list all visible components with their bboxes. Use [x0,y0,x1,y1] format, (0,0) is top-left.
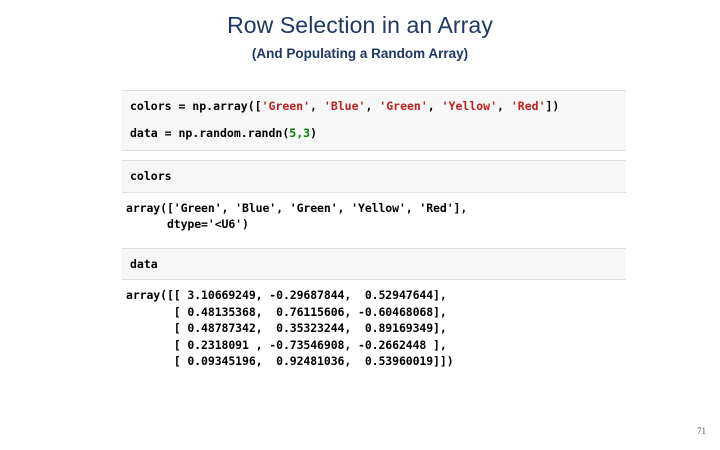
output-line-data-row-4: [ 0.2318091 , -0.73546908, -0.2662448 ], [126,337,447,352]
cell-spacer-1 [122,151,626,160]
code-token-string-yellow: 'Yellow' [441,99,498,113]
code-line-data-expression: data [130,256,158,271]
code-token-comma-2: , [365,99,380,113]
notebook-screenshot: colors = np.array(['Green', 'Blue', 'Gre… [122,90,626,376]
code-token-post: ]) [545,99,560,113]
output-line-colors-array: array(['Green', 'Blue', 'Green', 'Yellow… [126,200,468,215]
code-token-string-green-1: 'Green' [261,99,311,113]
code-token-randn-pre: data = np.random.randn( [130,125,290,140]
notebook-input-cell-2[interactable]: colors [122,160,626,193]
code-token-number-rows: 5 [289,125,297,140]
code-token-string-blue: 'Blue' [323,99,366,113]
output-line-data-row-1: array([[ 3.10669249, -0.29687844, 0.5294… [126,288,447,302]
output-line-data-row-2: [ 0.48135368, 0.76115606, -0.60468068], [126,304,447,319]
notebook-output-cell-2: array(['Green', 'Blue', 'Green', 'Yellow… [122,192,626,239]
code-token-number-comma: , [296,125,304,140]
code-token-comma-4: , [497,99,511,113]
code-token-randn-post: ) [310,125,317,140]
slide-header: Row Selection in an Array (And Populatin… [0,0,720,64]
code-line-data-assignment: data = np.random.randn(5,3) [130,125,626,142]
code-token-string-red: 'Red' [510,99,546,113]
code-line-colors-expression: colors [130,169,172,183]
output-line-data-row-5: [ 0.09345196, 0.92481036, 0.53960019]]) [126,354,454,368]
code-token-number-cols: 3 [303,125,311,140]
page-subtitle: (And Populating a Random Array) [251,46,469,61]
output-line-data-row-3: [ 0.48787342, 0.35323244, 0.89169349], [126,321,447,335]
output-line-colors-dtype: dtype='<U6') [126,217,249,231]
notebook-input-cell-3[interactable]: data [122,247,626,280]
code-token-comma-1: , [310,99,324,113]
code-token-string-green-2: 'Green' [379,99,428,113]
cell-spacer-2 [122,238,626,248]
notebook-output-cell-3: array([[ 3.10669249, -0.29687844, 0.5294… [122,280,626,376]
code-token-pre: colors = np.array([ [130,99,262,113]
code-line-colors-assignment: colors = np.array(['Green', 'Blue', 'Gre… [130,98,626,115]
page-number: 71 [697,426,706,436]
code-token-comma-3: , [427,99,442,113]
page-title: Row Selection in an Array [227,12,493,38]
notebook-input-cell-1[interactable]: colors = np.array(['Green', 'Blue', 'Gre… [122,90,626,151]
